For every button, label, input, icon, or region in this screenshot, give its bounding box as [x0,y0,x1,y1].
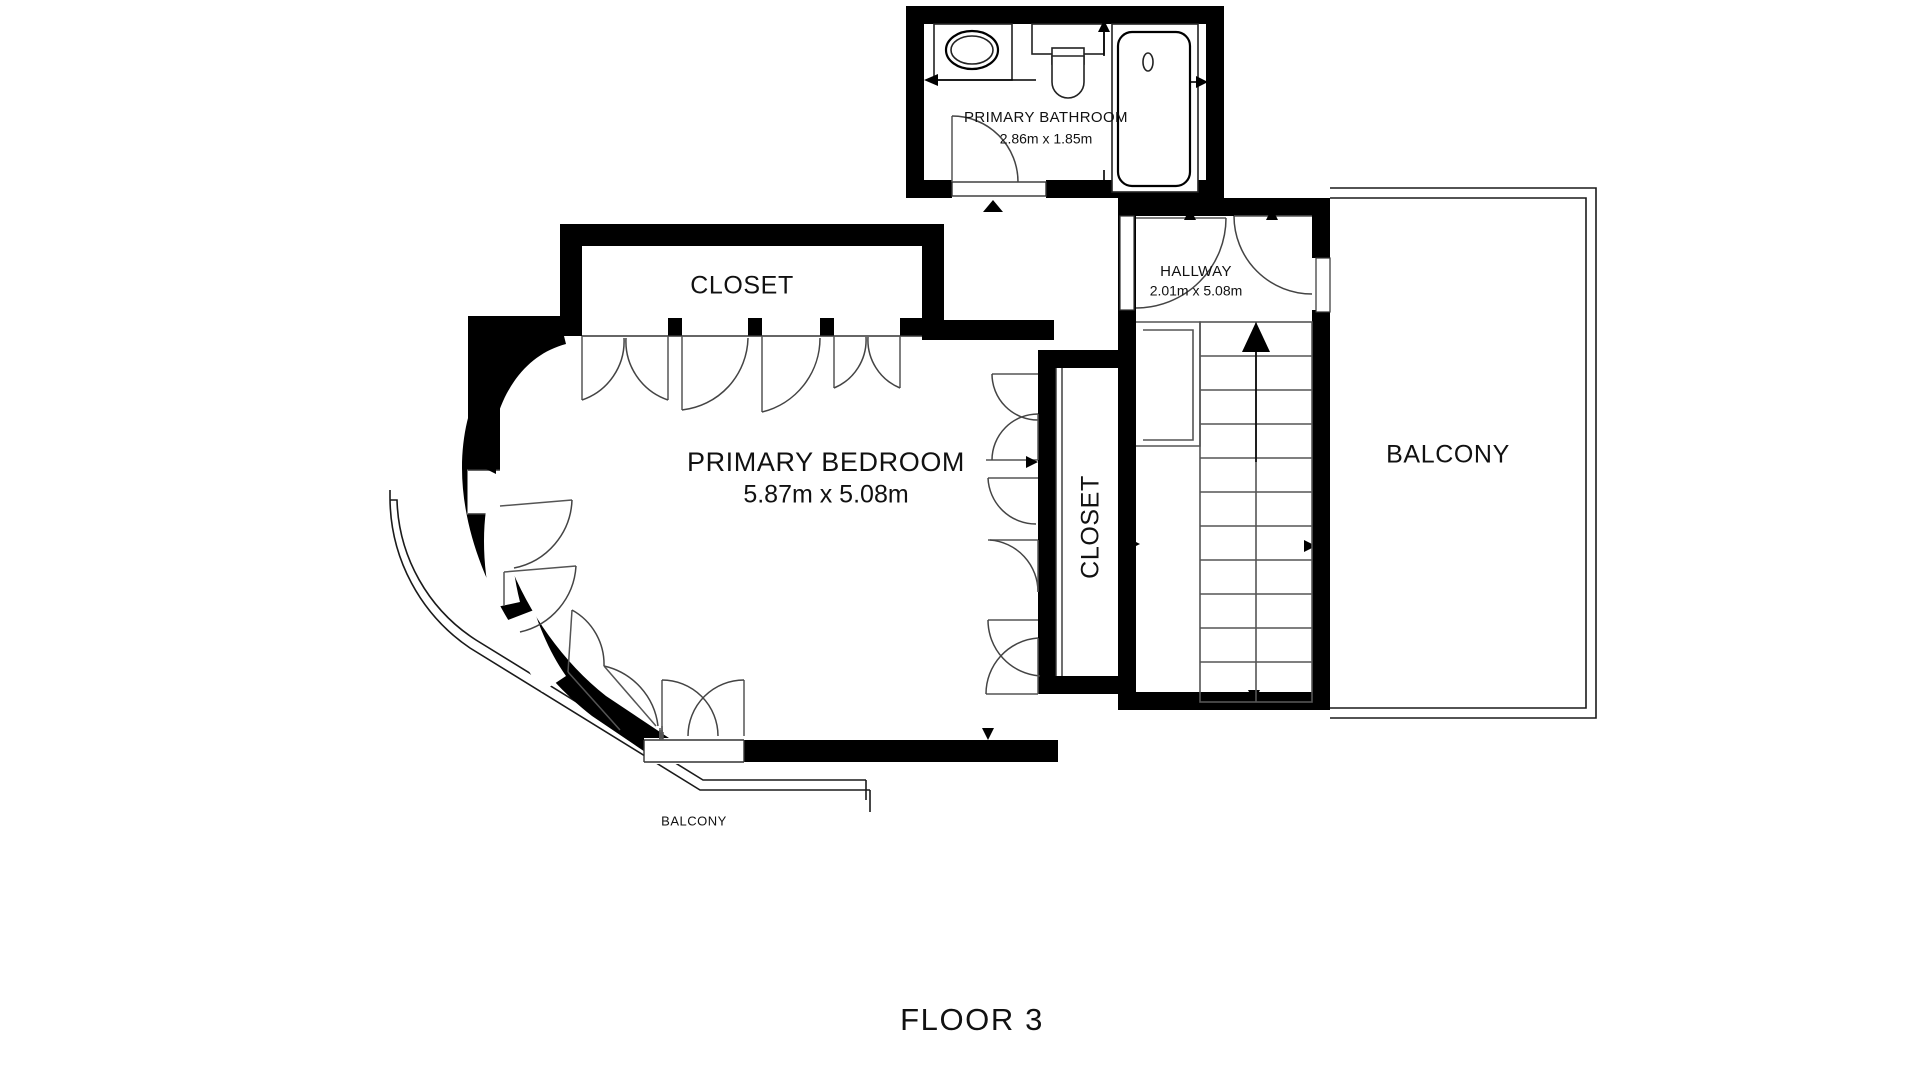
closet-top-door-1[interactable] [581,336,669,401]
room-dim-hallway: 2.01m x 5.08m [1150,283,1243,299]
room-closet-top: CLOSET [560,224,922,413]
bedroom-bay-window-2 [603,665,659,727]
bathroom-dimension-markers [924,20,1208,196]
closet-top-door-2[interactable] [681,336,749,411]
room-label-closet-middle: CLOSET [1077,475,1105,579]
bathroom-door[interactable] [951,115,1047,212]
room-dim-primary-bedroom: 5.87m x 5.08m [743,481,908,509]
room-closet-middle: CLOSET [982,350,1136,740]
room-label-primary-bedroom: PRIMARY BEDROOM [687,447,965,477]
room-label-primary-bathroom: PRIMARY BATHROOM [964,109,1128,126]
room-hallway: HALLWAY 2.01m x 5.08m [1118,198,1331,710]
balcony-right-outline [1330,187,1597,719]
balcony-bottom-outline [389,490,871,812]
bedroom-bay-window-1 [567,609,621,731]
room-primary-bedroom: PRIMARY BEDROOM 5.87m x 5.08m [462,224,1058,764]
bedroom-bay-door-upper[interactable] [499,499,577,633]
hallway-door-right[interactable] [1233,215,1331,313]
closet-top-door-3[interactable] [761,336,821,413]
bedroom-bay-window-3 [659,679,745,740]
room-label-balcony-bottom: BALCONY [661,813,727,828]
closet-middle-door-3[interactable] [987,477,1038,525]
closet-middle-door-4[interactable] [988,539,1039,593]
room-label-closet-top: CLOSET [690,272,794,300]
closet-middle-door-6[interactable] [985,637,1039,695]
floor-title: FLOOR 3 [900,1002,1044,1037]
staircase [1136,321,1313,703]
room-primary-bathroom: PRIMARY BATHROOM 2.86m x 1.85m [906,6,1224,212]
closet-top-door-4[interactable] [833,336,901,389]
bedroom-left-door-marker [484,462,496,474]
room-label-balcony-right: BALCONY [1386,441,1510,469]
closet-middle-door-1[interactable] [991,373,1039,421]
bedroom-bay-openings [484,510,745,764]
closet-middle-door-5[interactable] [987,619,1041,677]
room-label-hallway: HALLWAY [1160,263,1232,280]
room-dim-primary-bathroom: 2.86m x 1.85m [1000,131,1093,147]
hallway-door-left[interactable] [1119,215,1227,311]
